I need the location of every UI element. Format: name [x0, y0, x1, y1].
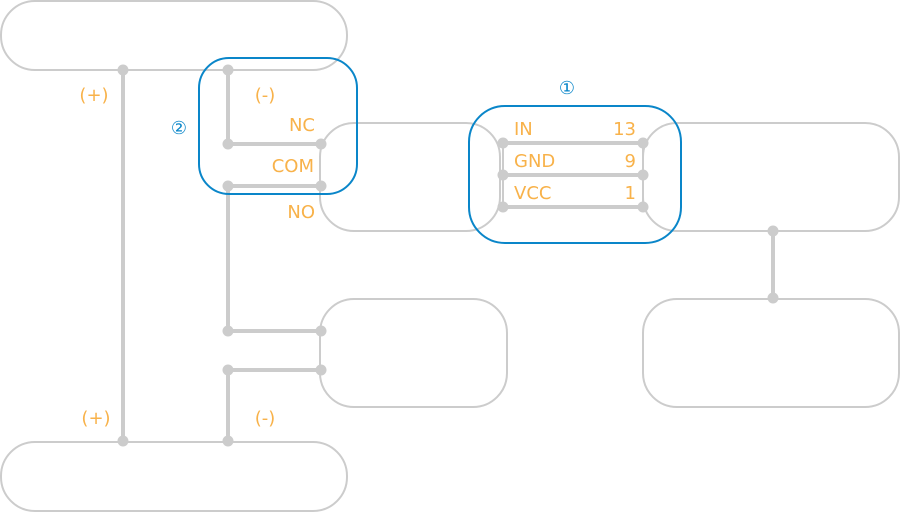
junction-dot — [315, 325, 327, 337]
pin-name: IN — [514, 119, 533, 140]
bottom-plus-label: (+) — [81, 408, 110, 429]
relay-nc-label: NC — [289, 115, 315, 136]
junction-dot — [637, 169, 649, 181]
top-plus-label: (+) — [79, 85, 108, 106]
junction-dot — [315, 364, 327, 376]
junction-dot — [222, 64, 234, 76]
pin-number: 9 — [625, 151, 636, 172]
junction-dot — [222, 138, 234, 150]
pin-number: 1 — [625, 183, 636, 204]
junction-dot — [222, 435, 234, 447]
relay-block — [319, 122, 501, 232]
power-supply-top-block — [0, 0, 348, 71]
relay-no-label: NO — [287, 202, 315, 223]
junction-dot — [497, 169, 509, 181]
junction-dot — [315, 180, 327, 192]
junction-dot — [222, 180, 234, 192]
pin-number: 13 — [613, 119, 636, 140]
pins-highlight — [468, 105, 682, 244]
pin-name: GND — [514, 151, 555, 172]
junction-dot — [637, 201, 649, 213]
junction-dot — [497, 137, 509, 149]
power-supply-bottom-block — [0, 441, 348, 512]
load-block — [319, 298, 508, 408]
callout-1-badge: ① — [559, 78, 575, 99]
junction-dot — [222, 325, 234, 337]
junction-dot — [315, 138, 327, 150]
junction-dot — [117, 435, 129, 447]
relay-highlight — [198, 57, 358, 195]
junction-dot — [767, 292, 779, 304]
callout-2-badge: ② — [171, 118, 187, 139]
pin-name: VCC — [514, 183, 551, 204]
peripheral-block — [642, 298, 900, 408]
junction-dot — [637, 137, 649, 149]
junction-dot — [767, 225, 779, 237]
top-minus-label: (-) — [255, 85, 276, 106]
junction-dot — [222, 364, 234, 376]
junction-dot — [497, 201, 509, 213]
relay-com-label: COM — [272, 156, 314, 177]
junction-dot — [117, 64, 129, 76]
bottom-minus-label: (-) — [255, 408, 276, 429]
